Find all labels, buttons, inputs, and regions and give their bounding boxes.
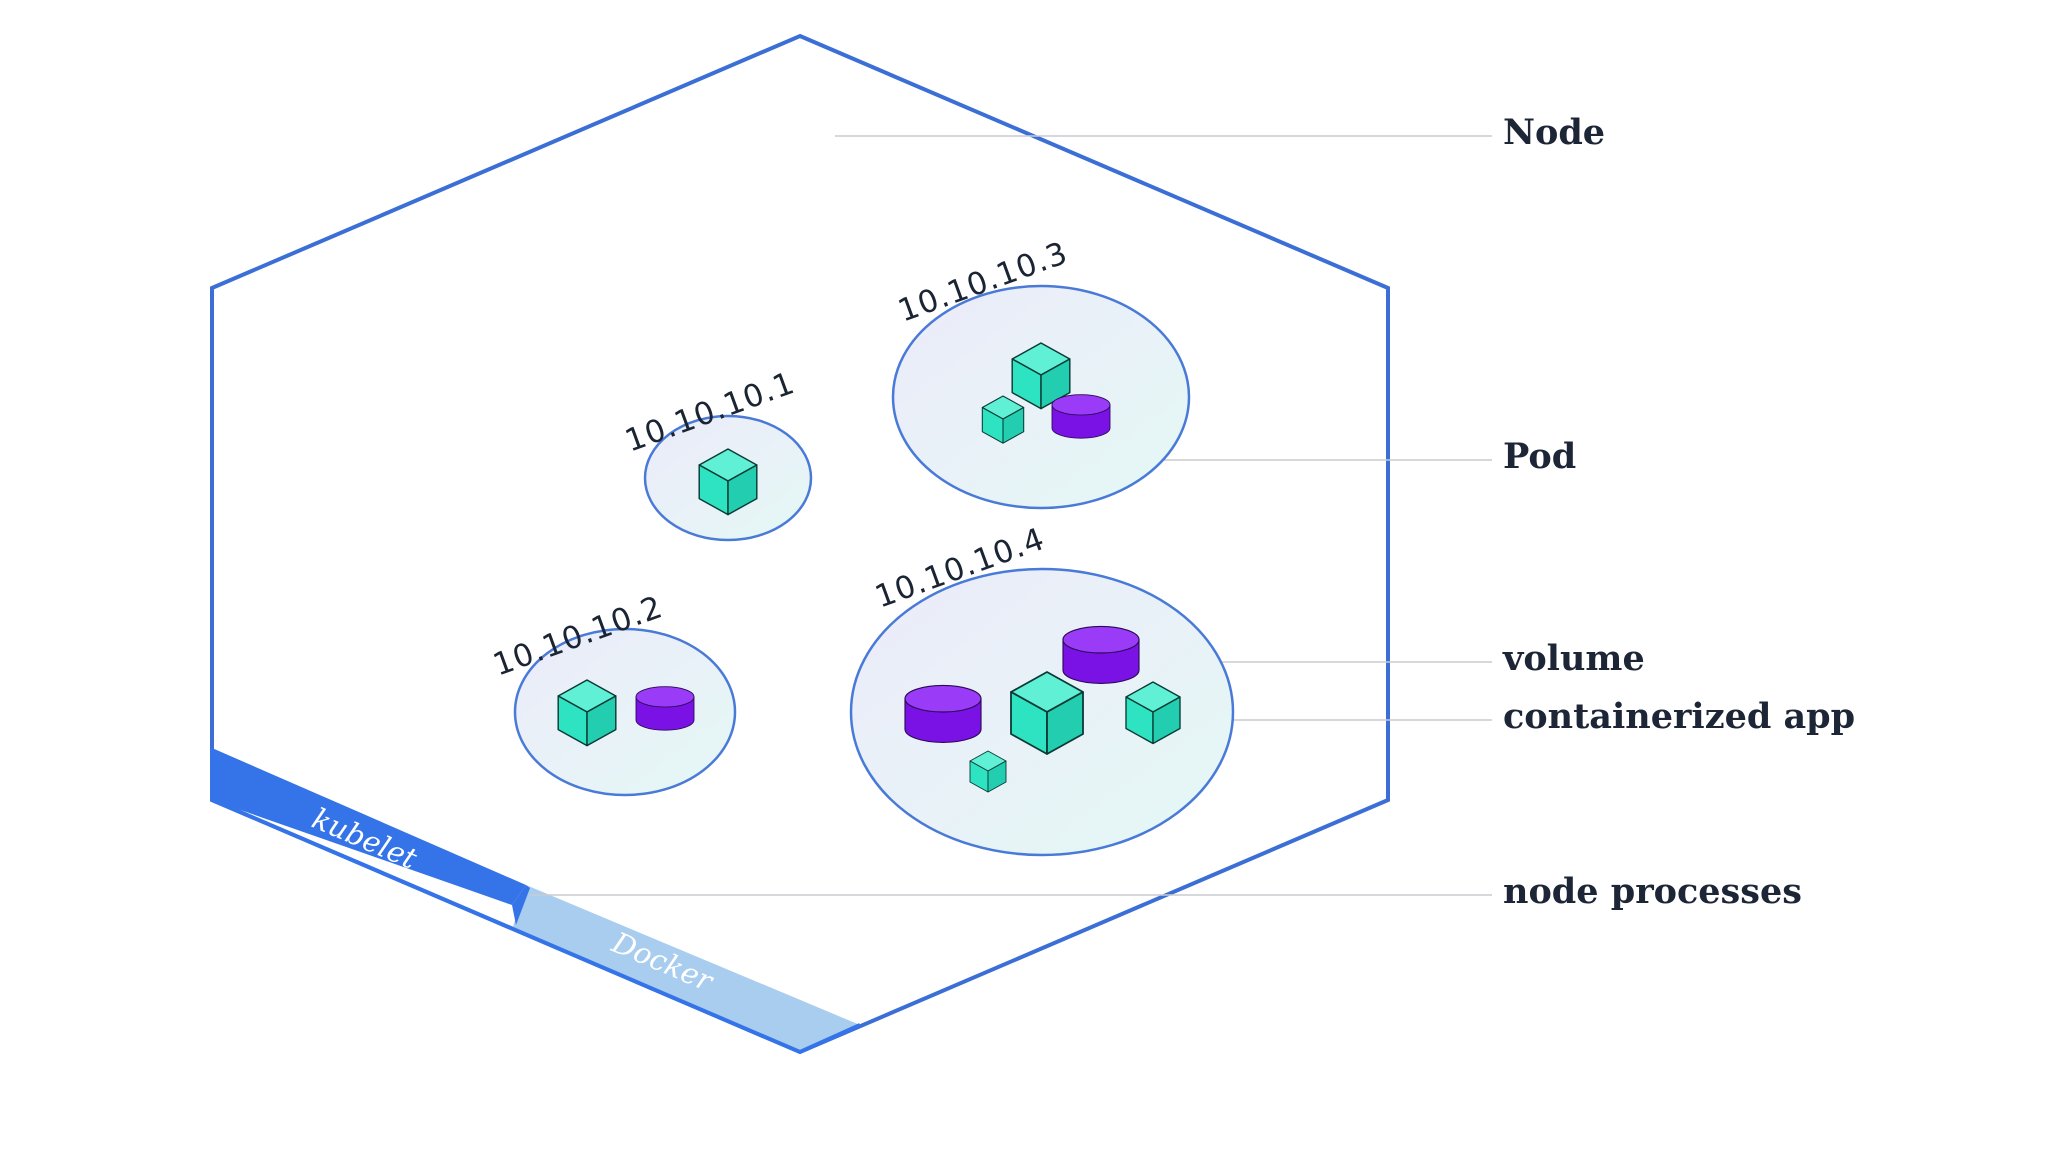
kubelet-band [212,748,526,905]
volume-cylinder-icon [1062,625,1140,684]
containerized-app-label: containerized app [1503,696,1855,737]
node-label: Node [1503,112,1605,153]
node-processes-label: node processes [1503,871,1802,912]
volume-label: volume [1502,638,1645,679]
volume-cylinder-icon [1051,394,1111,439]
node-processes-band [212,748,860,1052]
volume-cylinder-icon [635,686,695,731]
pod-label: Pod [1503,436,1576,477]
node-hexagon [210,33,1390,1055]
volume-cylinder-icon [904,684,982,743]
docker-band [512,885,860,1052]
